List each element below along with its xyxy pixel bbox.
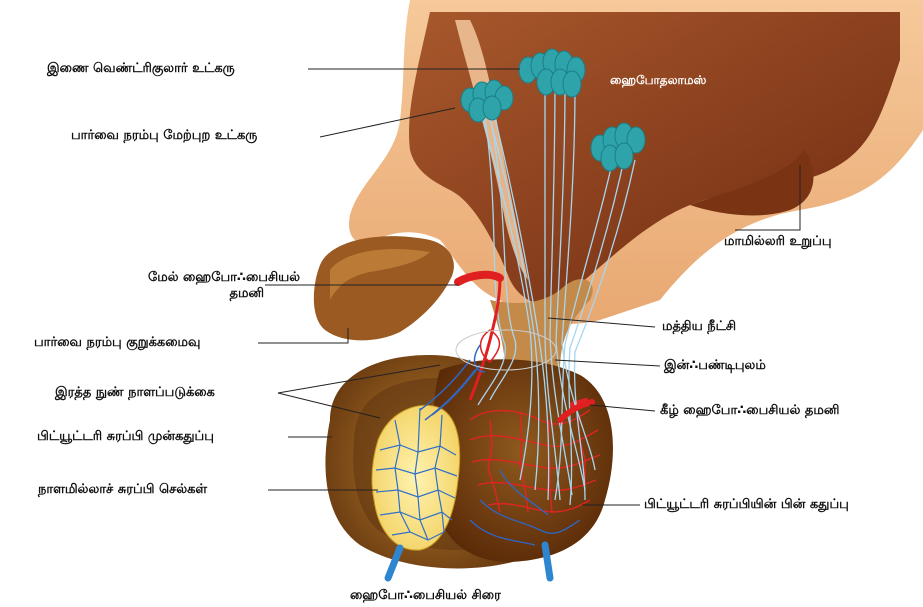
label-paired-ventricular-nucleus: இணை வெண்ட்ரிகுலார் உட்கரு [47,61,235,77]
hypothalamus-label: ஹைபோதலாமஸ் [610,73,706,88]
label-superior-hypophyseal-artery: மேல் ஹைபோ∴பைசியல் தமனி [148,270,264,302]
label-anterior-pituitary: பிட்யூட்டரி சுரப்பி முன்கதுப்பு [37,429,214,445]
label-endocrine-cells: நாளமில்லாச் சுரப்பி செல்கள் [38,482,207,498]
label-superior-artery-line2: தமனி [148,286,264,302]
label-supraoptic-nucleus: பார்வை நரம்பு மேற்புற உட்கரு [71,128,257,144]
label-capillary-bed: இரத்த நுண் நாளப்படுக்கை [55,385,215,401]
label-inferior-hypophyseal-artery: கீழ் ஹைபோ∴பைசியல் தமனி [660,403,839,419]
label-mammillary-body: மாமில்லரி உறுப்பு [724,234,832,250]
label-optic-chiasma: பார்வை நரம்பு குறுக்கமைவு [34,335,200,351]
label-posterior-pituitary: பிட்யூட்டரி சுரப்பியின் பின் கதுப்பு [644,497,849,513]
label-median-eminence: மத்திய நீட்சி [662,319,736,335]
label-hypophyseal-vein: ஹைபோ∴பைசியல் சிரை [350,588,501,604]
label-infundibulum: இன்∴பண்டிபுலம் [664,358,766,374]
label-superior-artery-line1: மேல் ஹைபோ∴பைசியல் [148,270,264,286]
